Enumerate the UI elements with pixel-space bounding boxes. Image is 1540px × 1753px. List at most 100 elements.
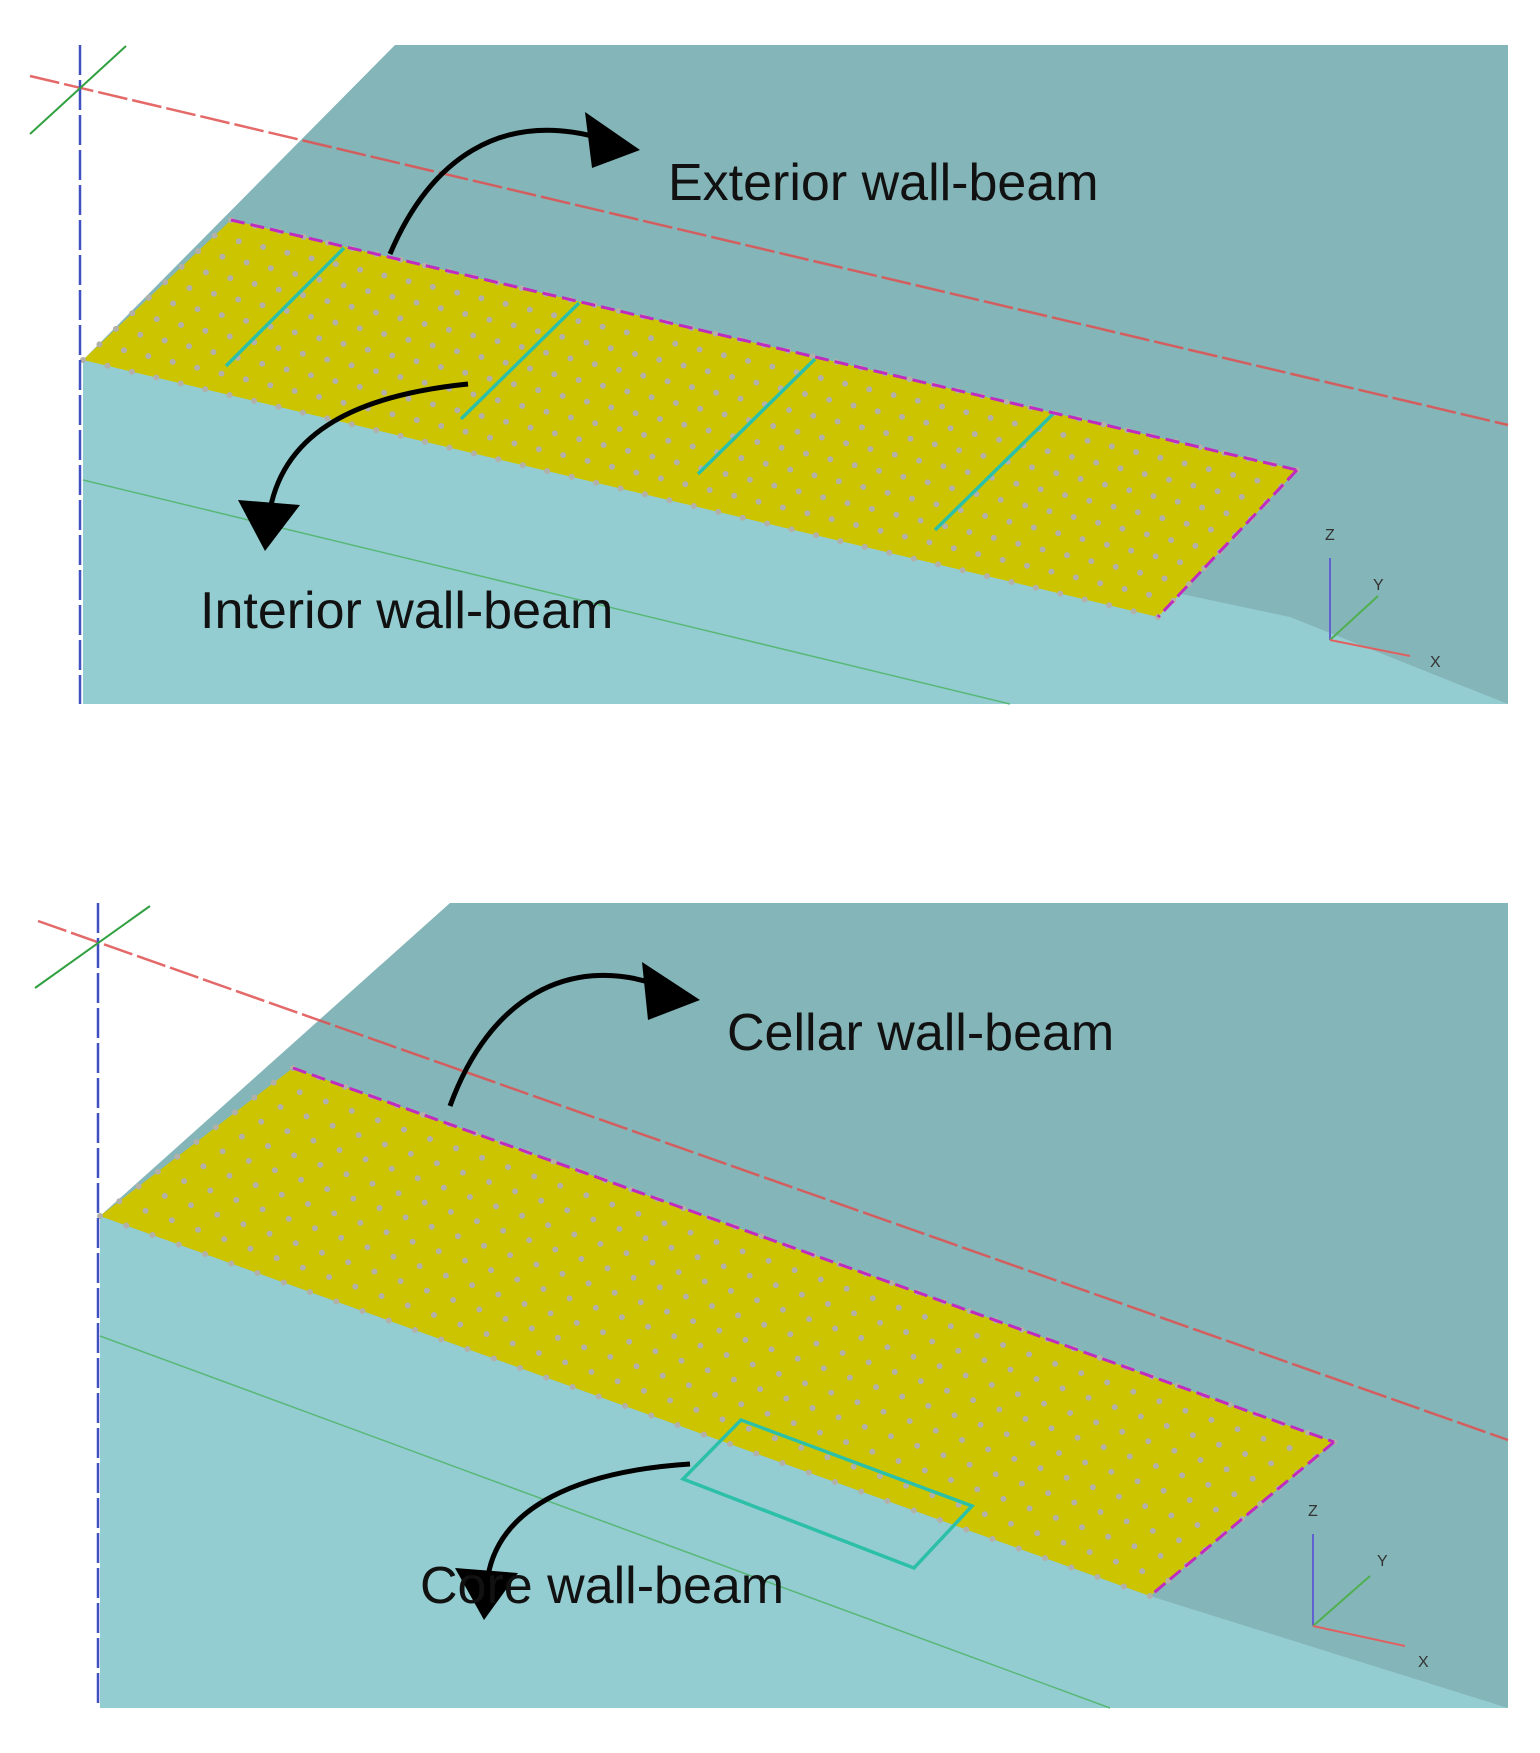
triad-z-label: Z — [1308, 1503, 1318, 1520]
node-dot — [470, 332, 477, 339]
node-dot — [1095, 519, 1102, 526]
node-dot — [544, 468, 551, 474]
node-dot — [727, 1441, 733, 1447]
node-dot — [161, 1192, 168, 1199]
node-dot — [254, 1270, 261, 1276]
node-dot — [423, 1287, 430, 1294]
node-dot — [914, 1442, 921, 1449]
node-dot — [137, 331, 144, 338]
node-dot — [462, 428, 469, 435]
node-dot — [924, 479, 931, 486]
node-dot — [1026, 1351, 1033, 1358]
node-dot — [275, 286, 282, 293]
node-dot — [581, 1344, 588, 1351]
node-dot — [706, 487, 713, 493]
node-dot — [985, 1446, 992, 1453]
node-dot — [888, 1280, 895, 1286]
node-dot — [666, 497, 673, 504]
node-dot — [571, 1231, 578, 1238]
node-dot — [371, 1268, 378, 1275]
node-dot — [966, 529, 973, 536]
ground-face — [100, 1216, 1508, 1708]
node-dot — [446, 444, 453, 451]
node-dot — [914, 397, 921, 404]
node-dot — [551, 371, 558, 378]
node-dot — [535, 1350, 542, 1356]
node-dot — [266, 1230, 273, 1237]
node-dot — [745, 1425, 752, 1432]
node-dot — [674, 1422, 681, 1428]
node-dot — [616, 1225, 623, 1232]
node-dot — [116, 1198, 123, 1205]
node-dot — [987, 414, 994, 421]
node-dot — [533, 1261, 540, 1268]
node-dot — [233, 1197, 240, 1203]
node-dot — [936, 1363, 943, 1370]
node-dot — [275, 403, 282, 410]
node-dot — [764, 520, 771, 527]
node-dot — [1150, 493, 1157, 500]
node-dot — [933, 501, 940, 508]
node-dot — [1168, 1512, 1175, 1519]
node-dot — [519, 402, 526, 409]
node-dot — [1161, 575, 1168, 582]
node-dot — [283, 366, 290, 373]
node-dot — [528, 1325, 535, 1332]
node-dot — [324, 415, 331, 422]
node-dot — [373, 368, 379, 375]
node-dot — [1044, 448, 1051, 455]
node-dot — [801, 391, 808, 397]
diagram-top: Exterior wall-beam Interior wall-beam Z … — [29, 45, 1509, 705]
node-dot — [742, 1336, 749, 1343]
node-dot — [1157, 1552, 1164, 1559]
node-dot — [251, 1094, 258, 1101]
ground-grid-line — [99, 1335, 1111, 1709]
node-dot — [893, 511, 900, 518]
node-dot — [884, 489, 891, 496]
node-dot — [618, 1314, 625, 1321]
node-dot — [590, 1216, 597, 1223]
node-dot — [772, 1435, 778, 1442]
node-dot — [951, 1412, 958, 1419]
node-dot — [203, 269, 209, 276]
node-dot — [1223, 1466, 1230, 1473]
node-dot — [285, 1215, 292, 1222]
node-dot — [585, 1280, 592, 1287]
node-dot — [1116, 1493, 1122, 1500]
triad-x-label: X — [1418, 1654, 1429, 1671]
node-dot — [806, 1316, 813, 1323]
node-dot — [762, 460, 769, 467]
node-dot — [145, 353, 152, 360]
node-dot — [211, 232, 218, 239]
node-dot — [493, 1203, 499, 1210]
node-dot — [1179, 1472, 1186, 1479]
node-dot — [906, 1418, 913, 1425]
node-dot — [883, 430, 890, 436]
node-dot — [649, 453, 656, 460]
node-dot — [770, 423, 777, 429]
node-dot — [903, 1482, 910, 1489]
node-dot — [343, 1171, 350, 1178]
node-dot — [925, 1402, 932, 1409]
node-dot — [316, 393, 323, 400]
node-dot — [642, 1235, 649, 1242]
node-dot — [324, 1186, 331, 1193]
node-dot — [1126, 487, 1133, 494]
node-dot — [319, 1249, 325, 1256]
node-dot — [645, 1323, 652, 1330]
node-dot — [624, 388, 631, 395]
node-dot — [932, 1427, 939, 1434]
triad-y-label: Y — [1377, 1553, 1388, 1570]
node-dot — [583, 398, 590, 405]
node-dot — [518, 344, 525, 350]
node-dot — [907, 435, 914, 442]
node-dot — [768, 1346, 775, 1353]
node-dot — [364, 346, 371, 353]
node-dot — [505, 1164, 512, 1171]
node-dot — [478, 413, 485, 419]
node-dot — [616, 366, 622, 373]
node-dot — [186, 285, 193, 291]
node-dot — [787, 1331, 794, 1338]
node-dot — [445, 326, 452, 333]
node-dot — [1139, 1568, 1146, 1575]
